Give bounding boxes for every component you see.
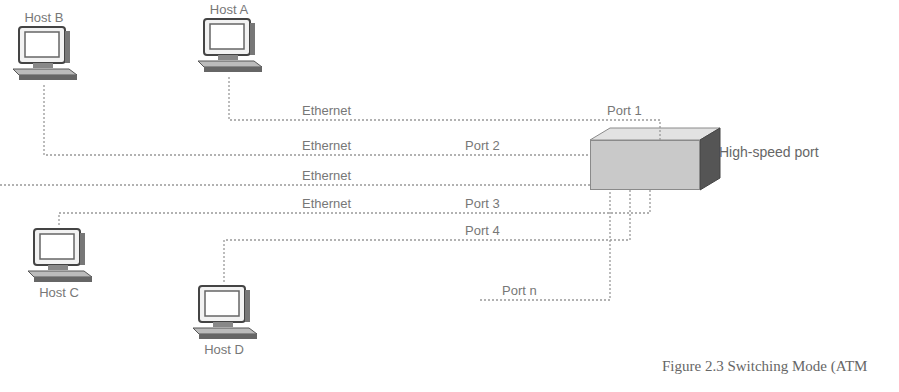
host-computer: Host C — [20, 225, 98, 302]
host-computer: Host D — [185, 282, 263, 359]
ethernet-line — [229, 77, 660, 140]
switch-top-face — [590, 128, 720, 140]
link-label: Ethernet — [300, 196, 353, 211]
host-label: Host B — [24, 10, 63, 25]
link-label: Ethernet — [300, 138, 353, 153]
port-label: Port 2 — [463, 138, 502, 153]
computer-icon — [24, 227, 94, 285]
host-computer: Host A — [190, 0, 268, 77]
port-label: High-speed port — [719, 145, 819, 160]
host-label: Host D — [204, 342, 244, 357]
host-label: Host A — [210, 2, 248, 17]
computer-icon — [9, 25, 79, 83]
link-label: Ethernet — [300, 103, 353, 118]
port-label: Port 4 — [463, 223, 502, 238]
host-label: Host C — [39, 285, 79, 300]
port-label: Port 3 — [463, 196, 502, 211]
port-label: Port n — [500, 283, 539, 298]
port-label: Port 1 — [605, 103, 644, 118]
computer-icon — [194, 17, 264, 75]
computer-icon — [189, 284, 259, 342]
switch-side-face — [700, 128, 720, 190]
ethernet-line — [0, 184, 590, 185]
figure-caption: Figure 2.3 Switching Mode (ATM — [662, 358, 867, 375]
ethernet-line — [44, 85, 590, 155]
host-computer: Host B — [5, 8, 83, 85]
ethernet-line — [59, 190, 650, 225]
port-label: Ethernet — [300, 168, 353, 183]
ethernet-line — [224, 190, 630, 282]
switch-box: High-speed port — [590, 140, 700, 190]
